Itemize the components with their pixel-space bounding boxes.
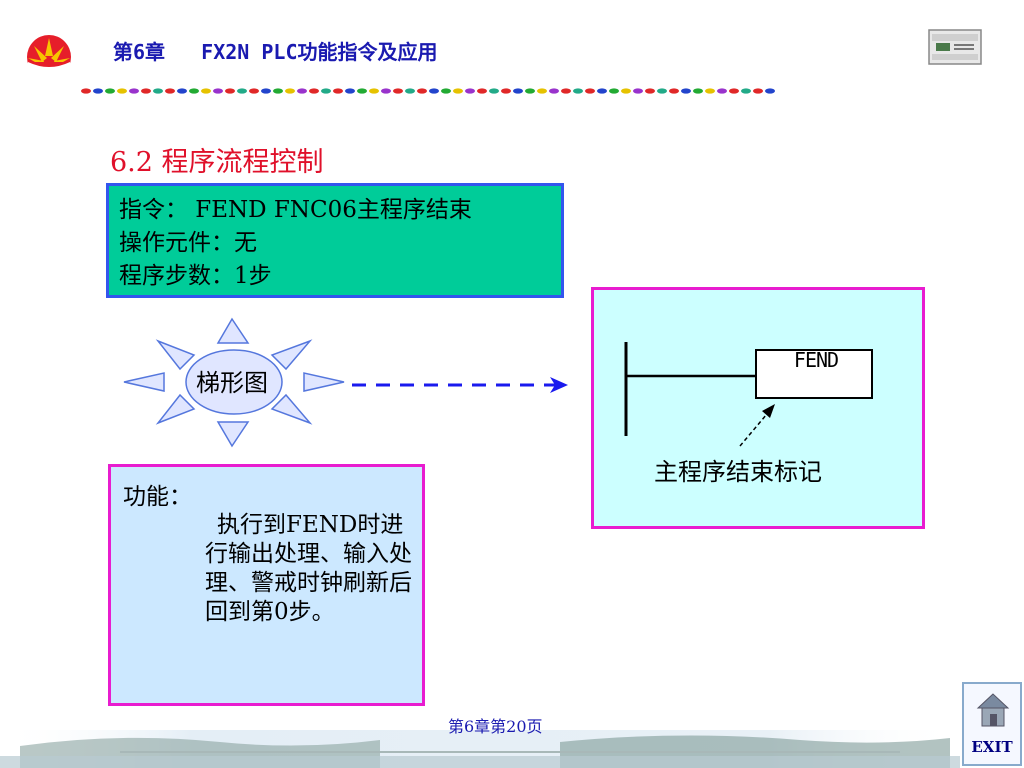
ladder-diagram-label: 梯形图 xyxy=(196,369,268,397)
divider-dot xyxy=(129,88,139,94)
divider-dot xyxy=(597,88,607,94)
divider-dot xyxy=(345,88,355,94)
divider-dot xyxy=(525,88,535,94)
divider-dot xyxy=(753,88,763,94)
divider-dot xyxy=(489,88,499,94)
divider-dot xyxy=(765,88,775,94)
divider-dot xyxy=(693,88,703,94)
divider-dot xyxy=(273,88,283,94)
nav-panel: EXIT xyxy=(962,682,1022,766)
divider-dot xyxy=(429,88,439,94)
starburst-shape xyxy=(123,317,345,448)
divider-dot xyxy=(705,88,715,94)
divider-dot xyxy=(249,88,259,94)
divider-dot xyxy=(93,88,103,94)
main-program-end-mark-label: 主程序结束标记 xyxy=(654,458,822,486)
divider-dot xyxy=(657,88,667,94)
divider-dot xyxy=(405,88,415,94)
divider-dot xyxy=(513,88,523,94)
divider-dot xyxy=(297,88,307,94)
divider-dot xyxy=(369,88,379,94)
divider-dot xyxy=(609,88,619,94)
divider-dot xyxy=(621,88,631,94)
company-logo-icon xyxy=(27,35,71,80)
divider-dot xyxy=(225,88,235,94)
divider-dot xyxy=(393,88,403,94)
divider-dot xyxy=(117,88,127,94)
footer-landscape-decoration xyxy=(0,730,960,768)
divider-dot xyxy=(729,88,739,94)
exit-button[interactable]: EXIT xyxy=(971,738,1013,756)
divider-dot xyxy=(537,88,547,94)
divider-dot xyxy=(573,88,583,94)
chapter-title: 第6章 FX2N PLC功能指令及应用 xyxy=(113,40,438,64)
divider-dot xyxy=(333,88,343,94)
divider-dot xyxy=(285,88,295,94)
operand-line: 操作元件：无 xyxy=(119,230,257,256)
divider-dot xyxy=(633,88,643,94)
divider-dot xyxy=(309,88,319,94)
divider-dot xyxy=(357,88,367,94)
dashed-arrow xyxy=(352,377,568,393)
divider-dot xyxy=(741,88,751,94)
divider-dot xyxy=(213,88,223,94)
ladder-diagram-panel: FEND 主程序结束标记 xyxy=(591,287,925,529)
divider-dot xyxy=(321,88,331,94)
divider-dot xyxy=(669,88,679,94)
divider-dot xyxy=(717,88,727,94)
divider-dot xyxy=(141,88,151,94)
decorative-divider xyxy=(81,88,775,94)
instruction-line: 指令： FEND FNC06主程序结束 xyxy=(119,197,472,223)
fend-instruction-label: FEND xyxy=(793,348,839,372)
divider-dot xyxy=(381,88,391,94)
divider-dot xyxy=(189,88,199,94)
divider-dot xyxy=(501,88,511,94)
divider-dot xyxy=(549,88,559,94)
divider-dot xyxy=(105,88,115,94)
page-number: 第6章第20页 xyxy=(448,717,543,736)
divider-dot xyxy=(81,88,91,94)
divider-dot xyxy=(453,88,463,94)
divider-dot xyxy=(477,88,487,94)
function-text: 执行到FEND时进行输出处理、输入处理、警戒时钟刷新后回到第0步。 xyxy=(205,512,412,625)
divider-dot xyxy=(237,88,247,94)
function-description-box: 功能： 执行到FEND时进行输出处理、输入处理、警戒时钟刷新后回到第0步。 xyxy=(108,464,425,706)
divider-dot xyxy=(261,88,271,94)
section-title: 6.2 程序流程控制 xyxy=(110,147,324,178)
home-icon[interactable] xyxy=(976,690,1010,730)
ladder-rung-svg xyxy=(624,342,873,447)
divider-dot xyxy=(201,88,211,94)
divider-dot xyxy=(585,88,595,94)
plc-device-icon xyxy=(928,29,982,65)
steps-line: 程序步数：1步 xyxy=(119,263,272,289)
divider-dot xyxy=(441,88,451,94)
divider-dot xyxy=(681,88,691,94)
instruction-info-box: 指令： FEND FNC06主程序结束 操作元件：无 程序步数：1步 xyxy=(106,183,564,298)
function-label: 功能： xyxy=(123,484,192,510)
divider-dot xyxy=(417,88,427,94)
divider-dot xyxy=(153,88,163,94)
divider-dot xyxy=(165,88,175,94)
divider-dot xyxy=(645,88,655,94)
divider-dot xyxy=(561,88,571,94)
divider-dot xyxy=(177,88,187,94)
divider-dot xyxy=(465,88,475,94)
